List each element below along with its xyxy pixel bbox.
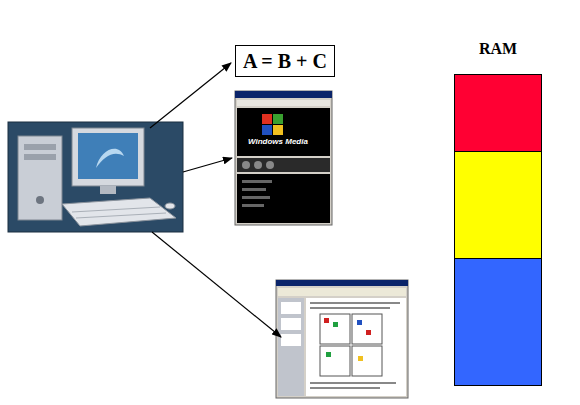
computer-picture: [8, 122, 183, 232]
memory-block: [454, 151, 542, 259]
ram-column: RAM: [454, 38, 542, 386]
formula-box: A = B + C: [235, 45, 335, 77]
arrow: [183, 158, 232, 172]
memory-block: [454, 258, 542, 386]
media-player-screenshot: [235, 91, 332, 225]
column-heading: RAM: [454, 38, 542, 74]
screen-label: Windows Media: [248, 137, 308, 146]
document-screenshot: [276, 280, 408, 398]
memory-block: [454, 74, 542, 152]
formula-text: A = B + C: [243, 50, 327, 73]
arrow: [152, 232, 281, 337]
arrow: [150, 63, 231, 128]
